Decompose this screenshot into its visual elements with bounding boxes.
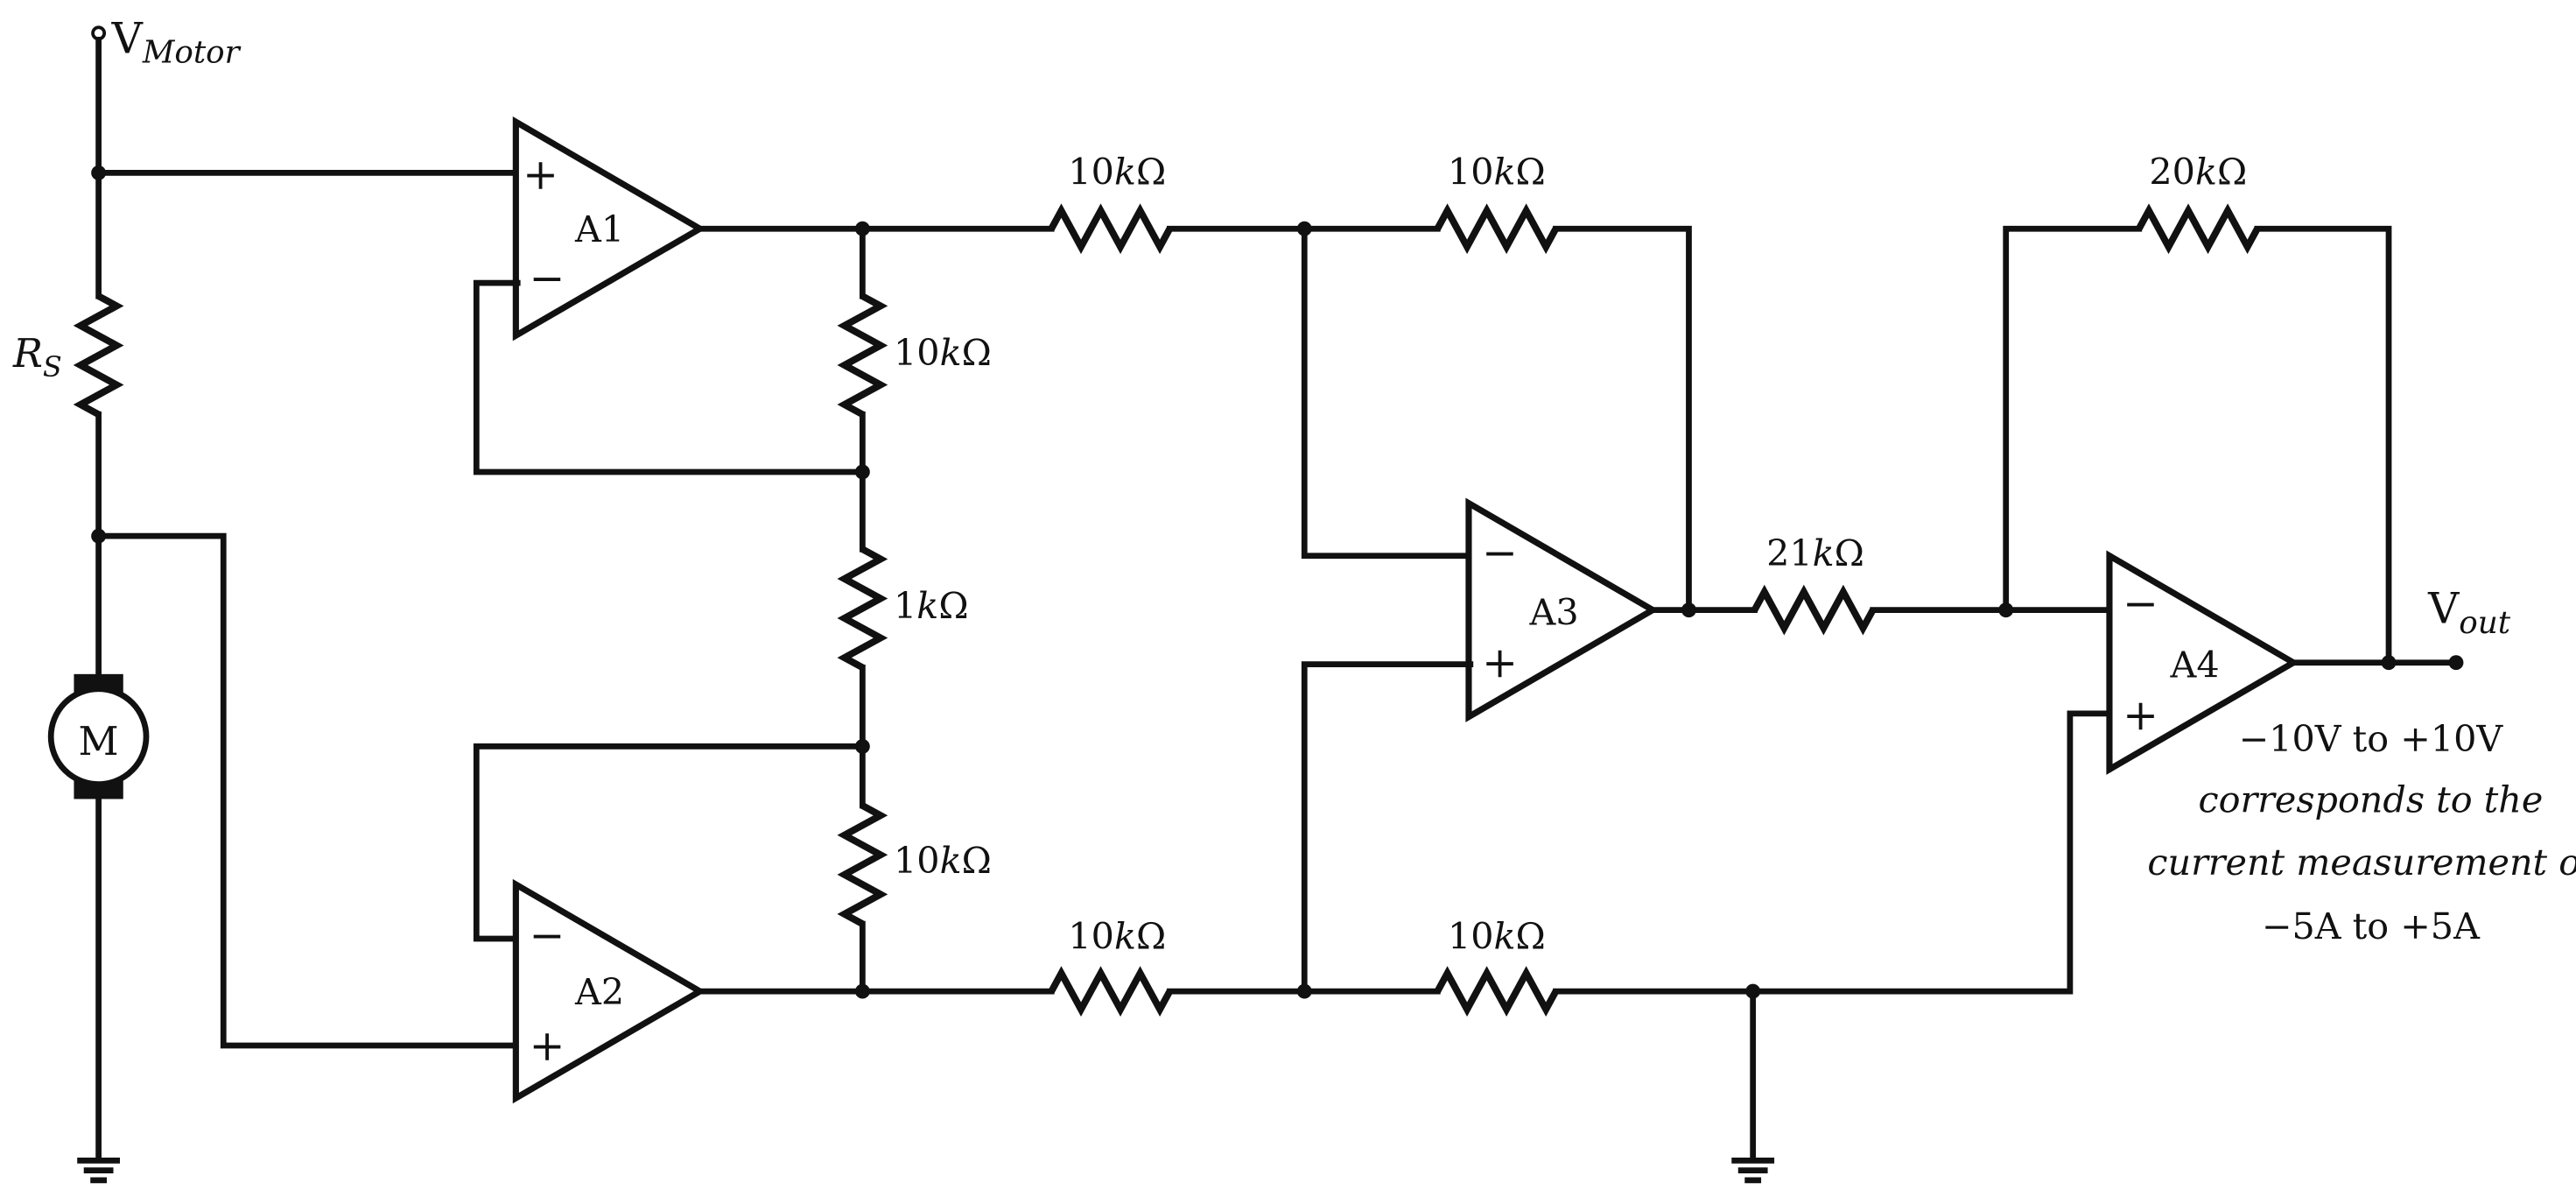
a1-inv-input-wire [473,279,866,475]
a2-feedback-resistor [837,802,888,927]
motor [47,673,150,799]
opamp-a3 [1465,497,1660,722]
a4-input-resistor-label: 21kΩ [1766,532,1864,574]
junction-dot [1681,602,1696,618]
opamp-a1 [512,116,706,341]
a2-plus-sign: + [530,1021,565,1071]
a3-feedback-resistor-label: 10kΩ [1448,151,1546,194]
junction-dot [1296,983,1312,999]
a3-bottom-input-resistor-label: 10kΩ [1068,915,1166,957]
a2-noninv-input-wire [95,532,521,1049]
a4-feedback-wire-right [2254,225,2392,666]
a2-minus-sign: − [530,911,565,961]
a1-feedback-resistor [837,292,888,418]
a4-minus-sign: − [2123,579,2158,629]
a4-feedback-resistor-label: 20kΩ [2149,151,2247,194]
output-note-line1: −10V to +10V [2239,718,2504,760]
gain-resistor [837,546,888,671]
a1-minus-sign: − [530,253,565,303]
a4-input-resistor [1751,584,1877,636]
a3-plus-sign: + [1482,638,1518,688]
a3-top-input-resistor [1048,203,1173,255]
output-note-line2: corresponds to the [2198,778,2543,820]
opamp-a2 [512,878,706,1104]
ground-node-wire [1553,710,2115,995]
a2-label: A2 [574,971,624,1013]
output-terminal [2448,655,2464,671]
junction-dot [91,165,107,180]
motor-label: M [79,718,119,764]
ground-symbol [1731,1158,1775,1184]
a3-inv-input-wire [1301,225,1474,560]
a3-label: A3 [1529,592,1579,634]
junction-dot [854,464,870,480]
a4-feedback-wire-left [2003,225,2143,614]
junction-dot [854,983,870,999]
a3-ground-resistor [1434,966,1559,1017]
a4-label: A4 [2170,644,2220,687]
output-note-line3: current measurement of [2147,841,2576,884]
a3-top-input-resistor-label: 10kΩ [1068,151,1166,194]
opamp-a4 [2106,550,2300,775]
a1-plus-sign: + [523,150,558,200]
a4-feedback-resistor [2136,203,2261,255]
supply-label: VMotor [111,13,242,70]
a1-label: A1 [574,208,624,250]
sense-resistor [73,292,124,418]
a3-noninv-input-wire [1301,661,1474,995]
junction-dot [2381,655,2397,671]
a2-feedback-resistor-label: 10kΩ [894,840,992,882]
a3-ground-resistor-label: 10kΩ [1448,915,1546,957]
a3-minus-sign: − [1482,528,1518,578]
sense-resistor-label: RS [12,330,62,384]
a3-feedback-wire [1553,225,1692,614]
a3-bottom-input-resistor [1048,966,1173,1017]
output-note-line4: −5A to +5A [2262,905,2481,947]
output-label: Vout [2427,584,2511,641]
a3-feedback-resistor [1434,203,1559,255]
a1-feedback-resistor-label: 10kΩ [894,332,992,374]
gain-resistor-label: 1kΩ [894,585,969,627]
ground-symbol [77,1158,121,1184]
a2-inv-input-wire [473,743,866,942]
a4-plus-sign: + [2123,691,2158,741]
